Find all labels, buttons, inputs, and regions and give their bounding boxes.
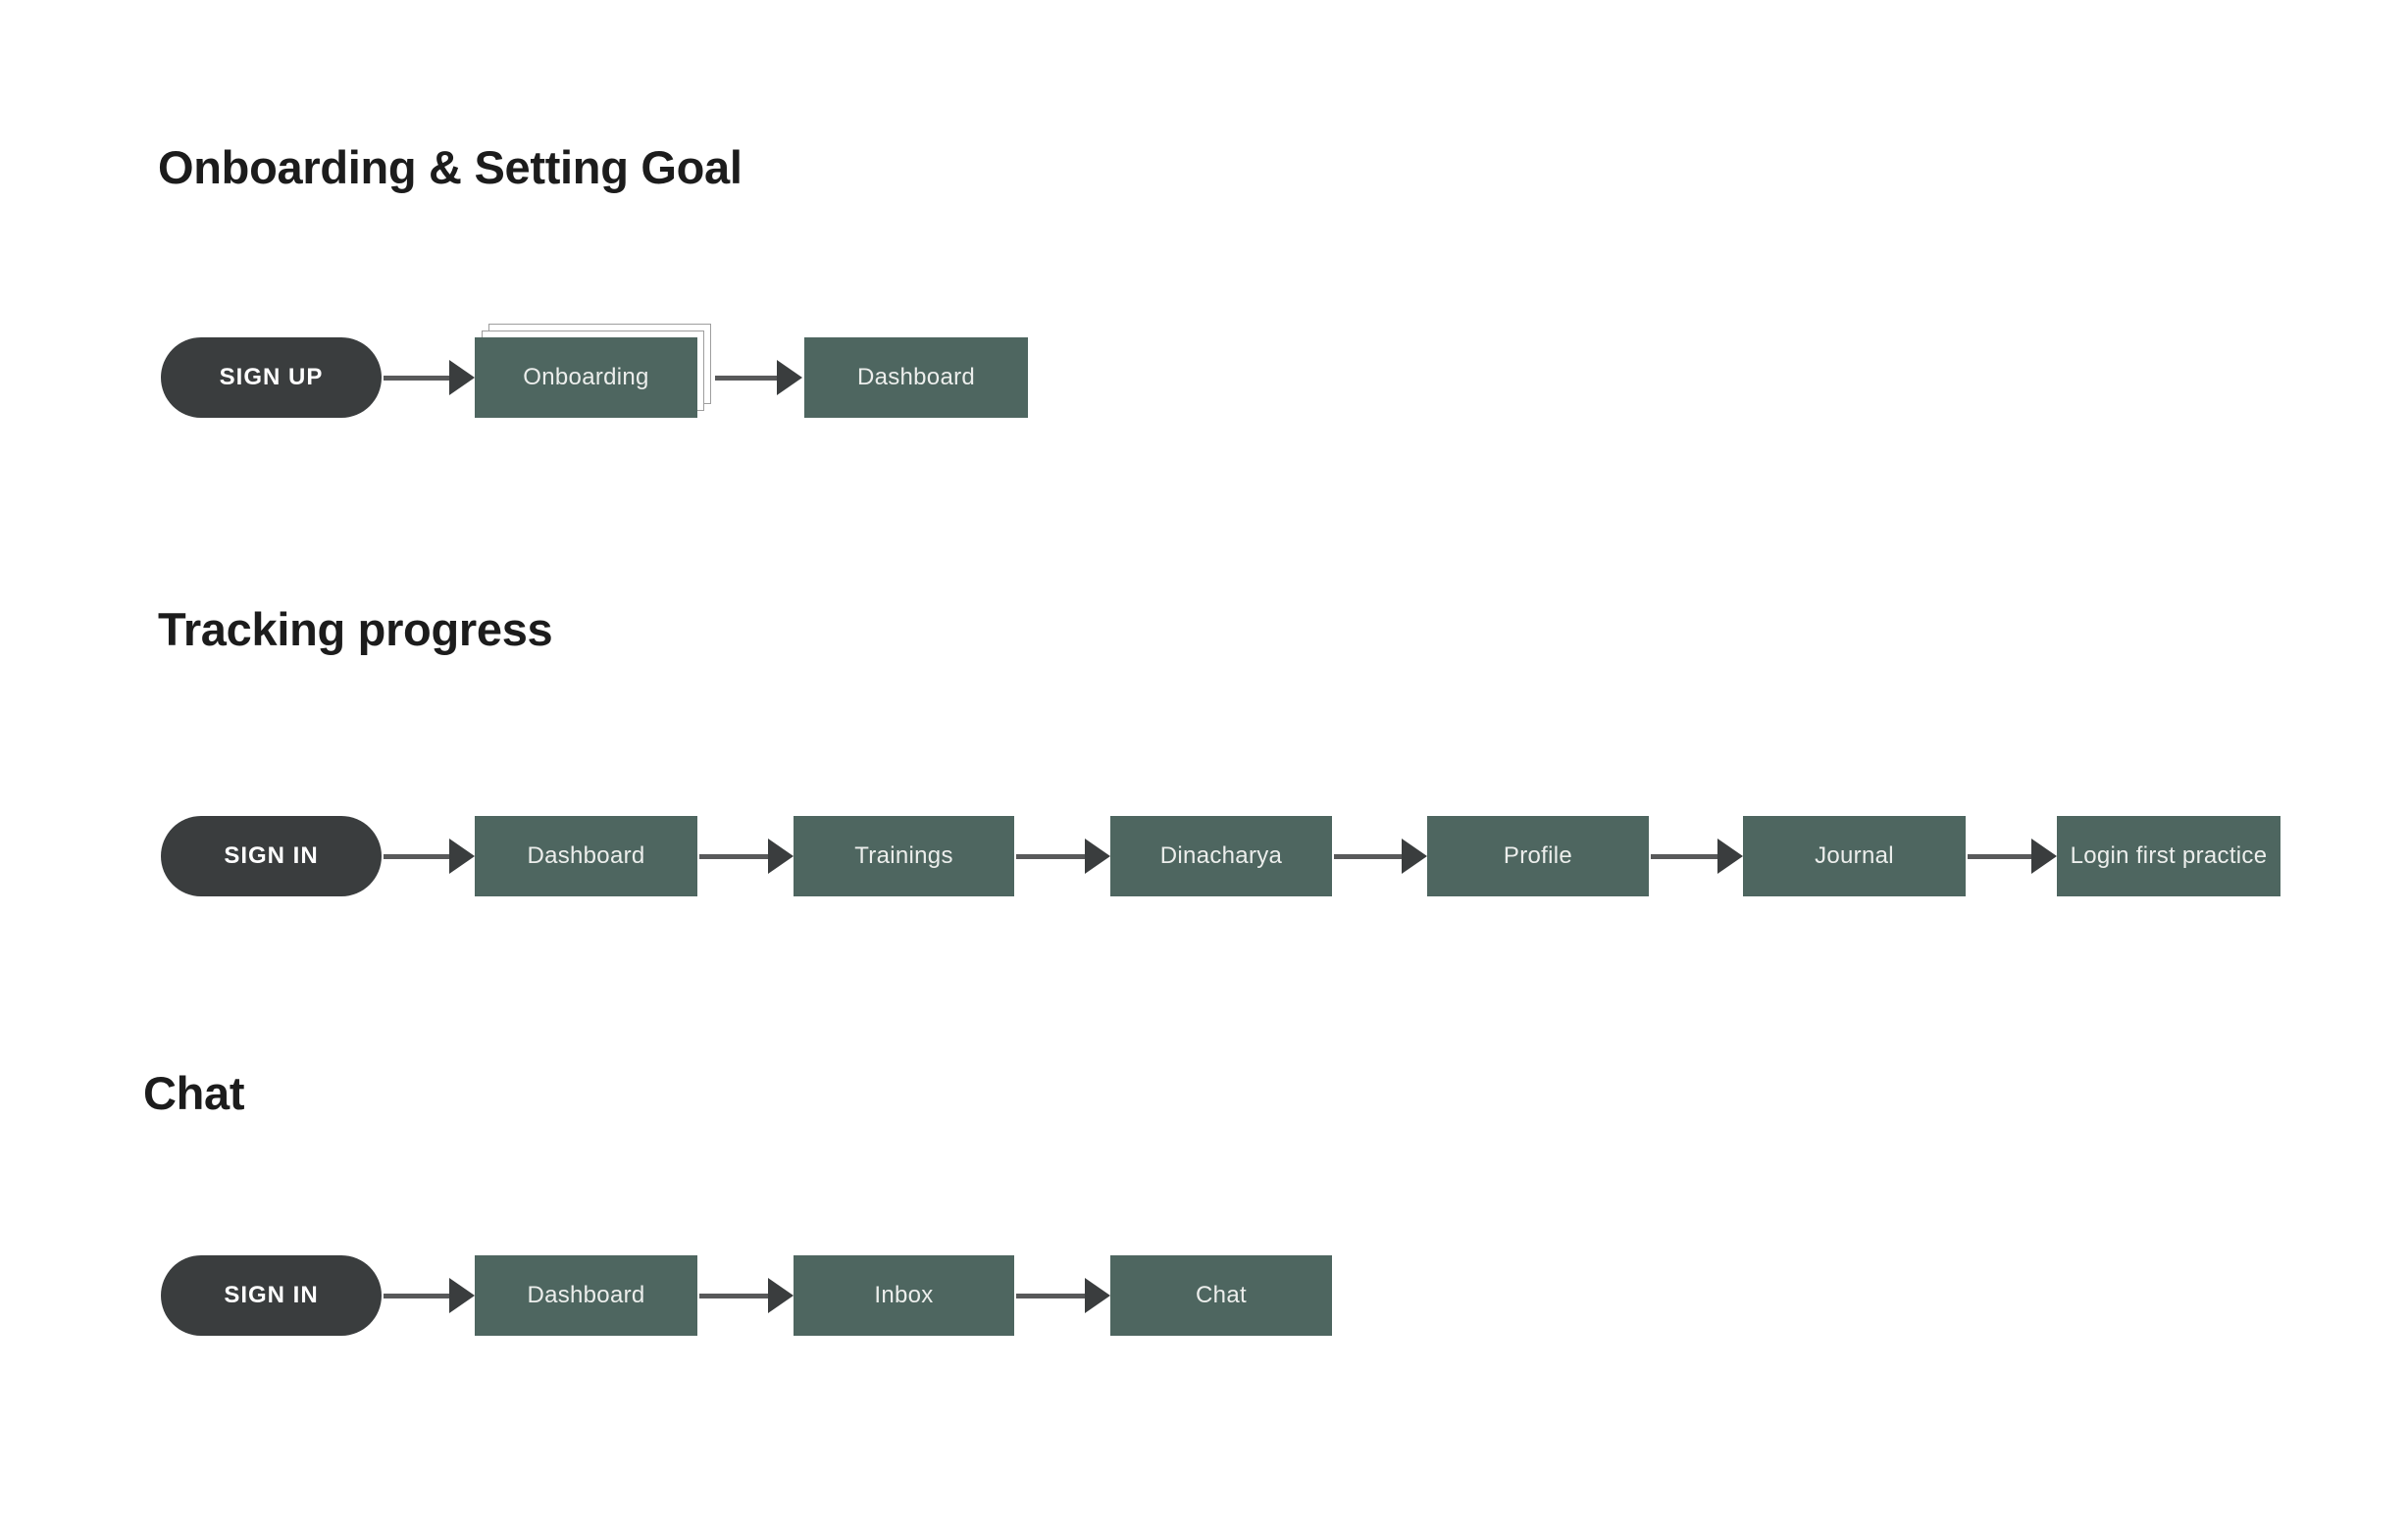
flow-node-dashboard[interactable]: Dashboard [475, 1255, 697, 1336]
flow-arrow [1651, 839, 1743, 874]
flow-arrow [699, 1278, 794, 1313]
flow-node-trainings[interactable]: Trainings [794, 816, 1014, 896]
sign-in-pill[interactable]: SIGN IN [161, 1255, 382, 1336]
arrow-head-icon [768, 1278, 794, 1313]
flow-node-profile[interactable]: Profile [1427, 816, 1649, 896]
arrow-shaft [1334, 853, 1404, 859]
arrow-head-icon [1085, 1278, 1110, 1313]
flow-node-onboarding[interactable]: Onboarding [475, 337, 697, 418]
flow-node-dinacharya[interactable]: Dinacharya [1110, 816, 1332, 896]
sign-up-pill[interactable]: SIGN UP [161, 337, 382, 418]
arrow-head-icon [449, 839, 475, 874]
arrow-head-icon [449, 1278, 475, 1313]
sign-in-pill[interactable]: SIGN IN [161, 816, 382, 896]
arrow-shaft [715, 375, 779, 381]
flow-arrow [1016, 839, 1110, 874]
arrow-shaft [699, 853, 770, 859]
arrow-shaft [384, 853, 451, 859]
arrow-head-icon [768, 839, 794, 874]
arrow-shaft [1651, 853, 1719, 859]
flow-node-journal[interactable]: Journal [1743, 816, 1966, 896]
flow-arrow [1016, 1278, 1110, 1313]
arrow-shaft [1968, 853, 2033, 859]
flow-arrow [384, 1278, 475, 1313]
flow-arrow [1334, 839, 1427, 874]
arrow-head-icon [1085, 839, 1110, 874]
section-title-tracking-progress: Tracking progress [158, 603, 553, 655]
arrow-shaft [1016, 853, 1087, 859]
flow-node-login-first-practice[interactable]: Login first practice [2057, 816, 2280, 896]
flow-arrow [1968, 839, 2057, 874]
flow-node-inbox[interactable]: Inbox [794, 1255, 1014, 1336]
flow-arrow [699, 839, 794, 874]
arrow-head-icon [1402, 839, 1427, 874]
flow-node-chat[interactable]: Chat [1110, 1255, 1332, 1336]
flow-node-dashboard[interactable]: Dashboard [804, 337, 1028, 418]
flow-node-dashboard[interactable]: Dashboard [475, 816, 697, 896]
arrow-shaft [1016, 1293, 1087, 1298]
arrow-head-icon [777, 360, 802, 395]
arrow-head-icon [449, 360, 475, 395]
section-title-onboarding: Onboarding & Setting Goal [158, 141, 743, 193]
arrow-head-icon [2031, 839, 2057, 874]
arrow-shaft [384, 375, 451, 381]
flow-arrow [384, 839, 475, 874]
arrow-shaft [384, 1293, 451, 1298]
arrow-shaft [699, 1293, 770, 1298]
flow-arrow [384, 360, 475, 395]
section-title-chat: Chat [143, 1067, 245, 1119]
arrow-head-icon [1717, 839, 1743, 874]
flow-arrow [715, 360, 802, 395]
